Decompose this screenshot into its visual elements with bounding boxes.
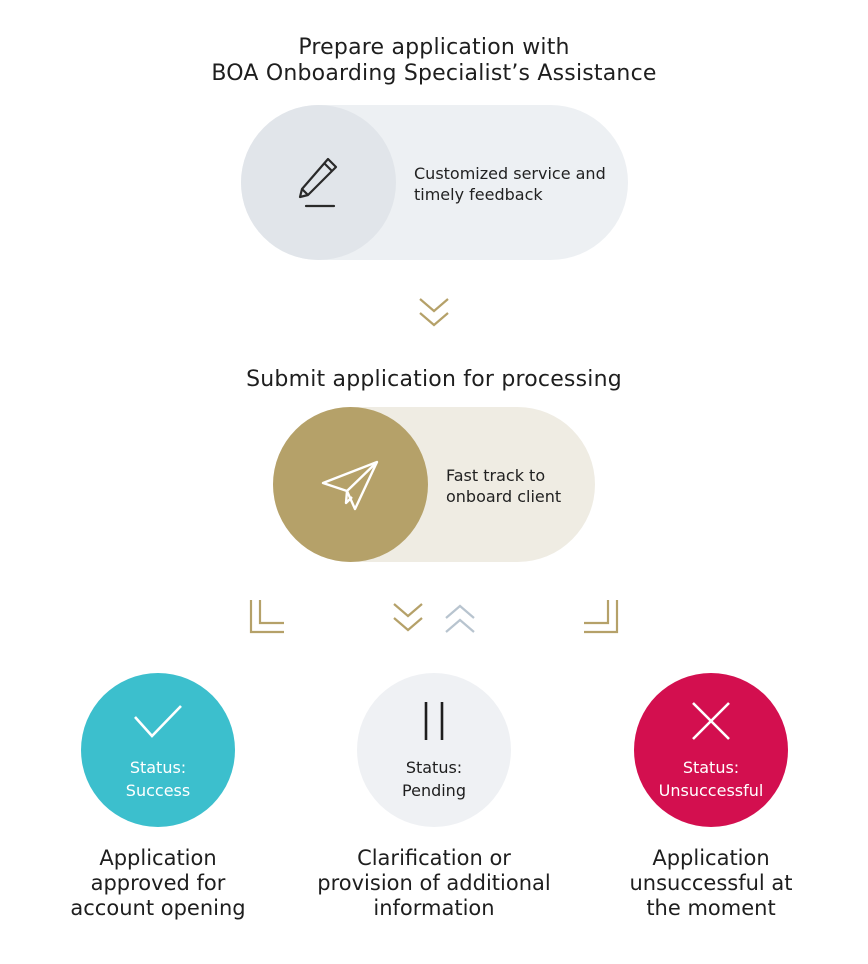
outcome-pending-caption-line-3: information [373,896,495,920]
status-pending-value: Pending [402,781,466,800]
step1-icon-circle [241,105,396,260]
outcome-unsuccessful-caption-line-3: the moment [646,896,776,920]
step1-description-line-1: Customized service and [414,164,606,183]
status-pending-label: Status: [405,758,463,777]
status-success-text: Status: Success [81,756,235,802]
status-unsuccessful-circle: Status: Unsuccessful [634,673,788,827]
status-pending-text: Status: Pending [357,756,511,802]
status-unsuccessful-value: Unsuccessful [658,781,764,800]
status-success-circle: Status: Success [81,673,235,827]
step2-title: Submit application for processing [246,367,622,392]
step2-icon-circle [273,407,428,562]
step1-description: Customized service and timely feedback [414,163,606,205]
double-chevron-down-icon [417,296,451,330]
status-pending-circle: Status: Pending [357,673,511,827]
step1-title: Prepare application with BOA Onboarding … [0,35,868,87]
outcome-pending-caption-line-2: provision of additional [317,871,551,895]
step1-title-line-1: Prepare application with [298,35,570,60]
step2-description-line-1: Fast track to [446,466,546,485]
double-chevron-down-icon-2 [391,601,425,635]
step1-card: Customized service and timely feedback [241,105,628,260]
outcome-success-caption-line-1: Application [99,846,217,870]
outcome-success-caption: Application approved for account opening [23,846,293,921]
step1-description-line-2: timely feedback [414,185,543,204]
step2-description-line-2: onboard client [446,487,562,506]
outcome-unsuccessful-caption: Application unsuccessful at the moment [576,846,846,921]
status-unsuccessful-text: Status: Unsuccessful [634,756,788,802]
outcome-pending-caption: Clarification or provision of additional… [299,846,569,921]
paper-plane-icon [319,457,381,513]
outcome-pending-caption-line-1: Clarification or [357,846,511,870]
outcome-success-caption-line-2: approved for [90,871,226,895]
outcome-unsuccessful-caption-line-1: Application [652,846,770,870]
step2-card: Fast track to onboard client [273,407,595,562]
branch-left-corner-icon [248,598,286,636]
branch-right-corner-icon [582,598,620,636]
pause-icon [421,700,447,742]
step2-description: Fast track to onboard client [446,465,561,507]
outcome-success-caption-line-3: account opening [70,896,246,920]
status-unsuccessful-label: Status: [682,758,740,777]
close-x-icon [690,700,732,742]
pen-icon [292,155,344,209]
outcome-unsuccessful-caption-line-2: unsuccessful at [629,871,793,895]
status-success-value: Success [125,781,191,800]
step1-title-line-2: BOA Onboarding Specialist’s Assistance [211,61,657,86]
checkmark-icon [132,703,184,741]
double-chevron-up-icon [443,601,477,635]
status-success-label: Status: [129,758,187,777]
